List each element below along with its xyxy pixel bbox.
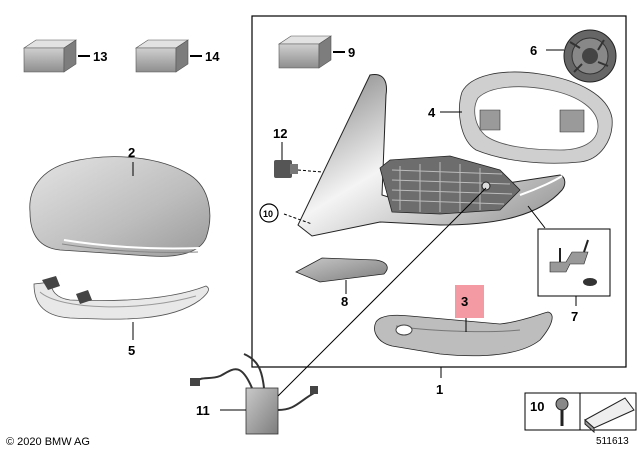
part-14-box <box>135 39 189 73</box>
label-8: 8 <box>341 294 348 309</box>
label-7: 7 <box>571 309 578 324</box>
diagram-number: 511613 <box>596 436 629 447</box>
part-10-circle-marker <box>259 203 279 223</box>
label-3: 3 <box>461 294 468 309</box>
label-4: 4 <box>428 105 436 120</box>
part-7-bracket <box>549 239 597 286</box>
part-11-wiring-harness <box>190 353 318 435</box>
label-10: 10 <box>530 399 544 414</box>
mirror-housing <box>297 73 566 237</box>
label-11: 11 <box>196 403 210 418</box>
label-5: 5 <box>128 343 135 358</box>
part-4-mirror-frame <box>459 71 613 164</box>
label-12: 12 <box>273 126 287 141</box>
label-2: 2 <box>128 145 135 160</box>
label-6: 6 <box>530 43 537 58</box>
part-6-mirror-motor <box>563 29 617 83</box>
part-3-lower-trim <box>374 311 553 357</box>
label-9: 9 <box>348 45 355 60</box>
part-5-turn-signal <box>33 276 209 320</box>
part-3-highlight <box>455 285 484 318</box>
label-13: 13 <box>93 49 107 64</box>
assembly-frame <box>251 15 627 368</box>
diagram-icon <box>584 397 635 434</box>
copyright-text: © 2020 BMW AG <box>6 436 90 448</box>
part-12-connector <box>274 160 298 178</box>
label-1: 1 <box>436 382 443 397</box>
part-10-screw <box>555 397 569 426</box>
label-10-circled: 10 <box>263 209 273 219</box>
part-2-mirror-cap <box>29 156 211 257</box>
part-8-trim <box>295 257 388 283</box>
label-14: 14 <box>205 49 220 64</box>
part-9-box <box>278 35 332 69</box>
part-13-box <box>23 39 77 73</box>
